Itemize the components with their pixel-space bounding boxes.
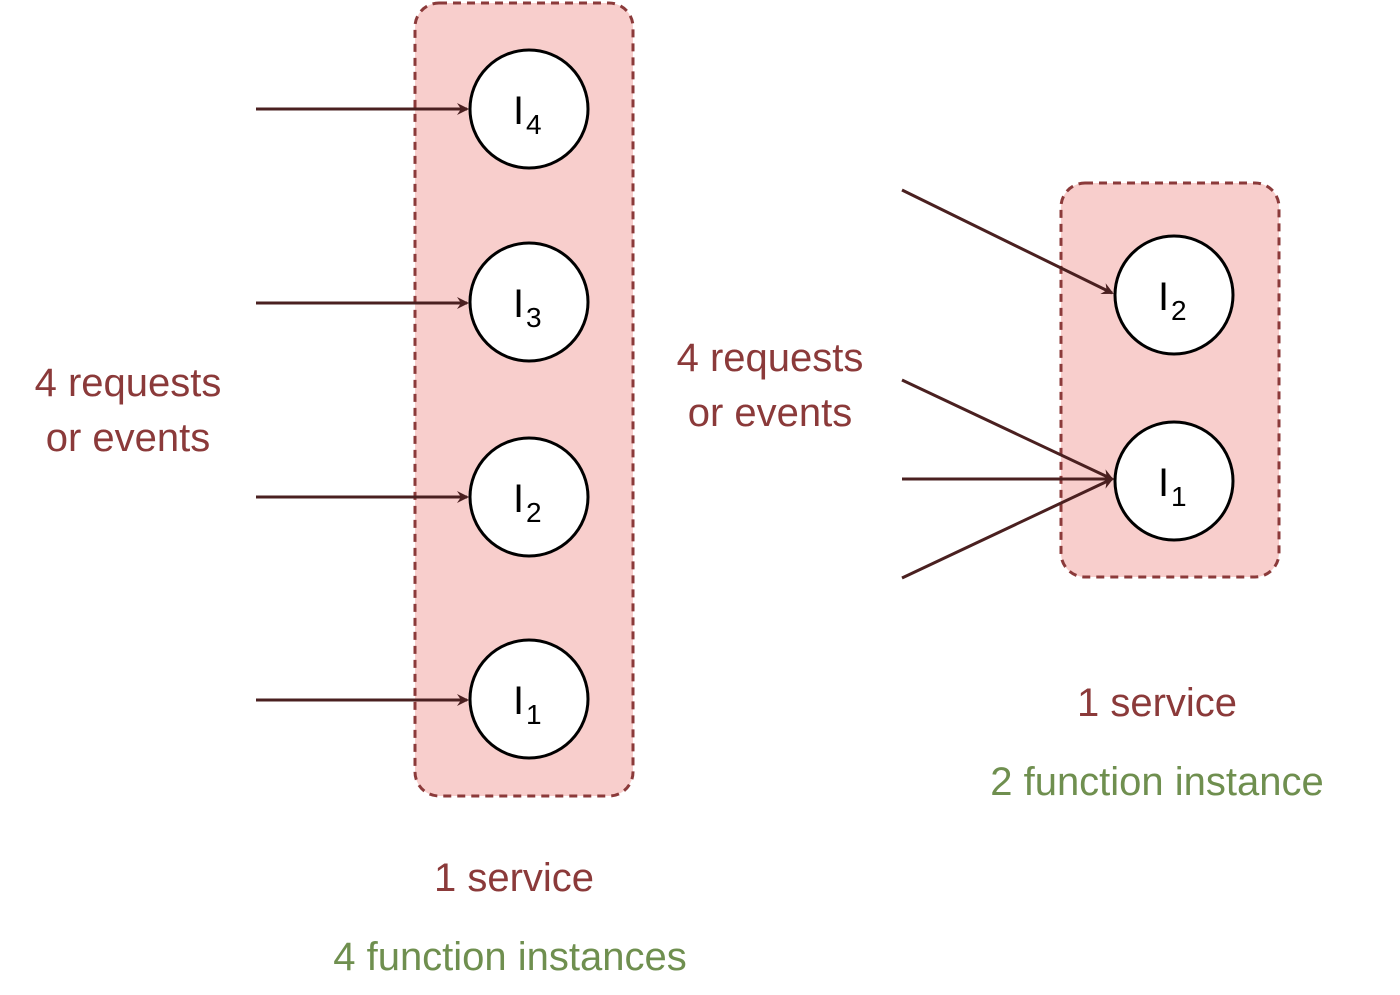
right-service-group: I 2 I 1 4 requests or events 1 service 2… — [677, 181, 1324, 804]
right-service-label: 1 service — [1077, 681, 1237, 725]
left-instance-node-2: I 2 — [468, 436, 590, 558]
node-label: I — [1158, 275, 1169, 319]
left-service-label: 1 service — [434, 856, 594, 900]
node-label: I — [513, 282, 524, 326]
left-requests-label-line1: 4 requests — [35, 361, 222, 405]
right-requests-label-line1: 4 requests — [677, 336, 864, 380]
right-request-arrow-1 — [901, 188, 1114, 295]
node-subscript: 2 — [526, 497, 542, 528]
left-requests-label-line2: or events — [46, 416, 211, 460]
right-requests-label-line2: or events — [688, 391, 853, 435]
node-subscript: 4 — [526, 109, 542, 140]
left-service-box — [413, 1, 635, 798]
right-instance-node-1: I 1 — [1113, 420, 1235, 542]
node-subscript: 1 — [1171, 481, 1187, 512]
node-label: I — [513, 477, 524, 521]
right-instance-node-2: I 2 — [1113, 234, 1235, 356]
node-subscript: 3 — [526, 302, 542, 333]
left-service-group: I 4 I 3 I 2 I 1 4 requests or events 1 s… — [35, 1, 687, 979]
left-instance-node-4: I 4 — [468, 48, 590, 170]
left-instance-node-1: I 1 — [468, 638, 590, 760]
node-label: I — [513, 89, 524, 133]
left-instance-node-3: I 3 — [468, 241, 590, 363]
right-request-arrow-4 — [901, 477, 1114, 580]
node-subscript: 2 — [1171, 295, 1187, 326]
left-instances-label: 4 function instances — [333, 935, 687, 979]
right-instances-label: 2 function instance — [990, 760, 1324, 804]
node-label: I — [1158, 461, 1169, 505]
node-label: I — [513, 679, 524, 723]
node-subscript: 1 — [526, 699, 542, 730]
right-request-arrow-2 — [901, 378, 1114, 481]
